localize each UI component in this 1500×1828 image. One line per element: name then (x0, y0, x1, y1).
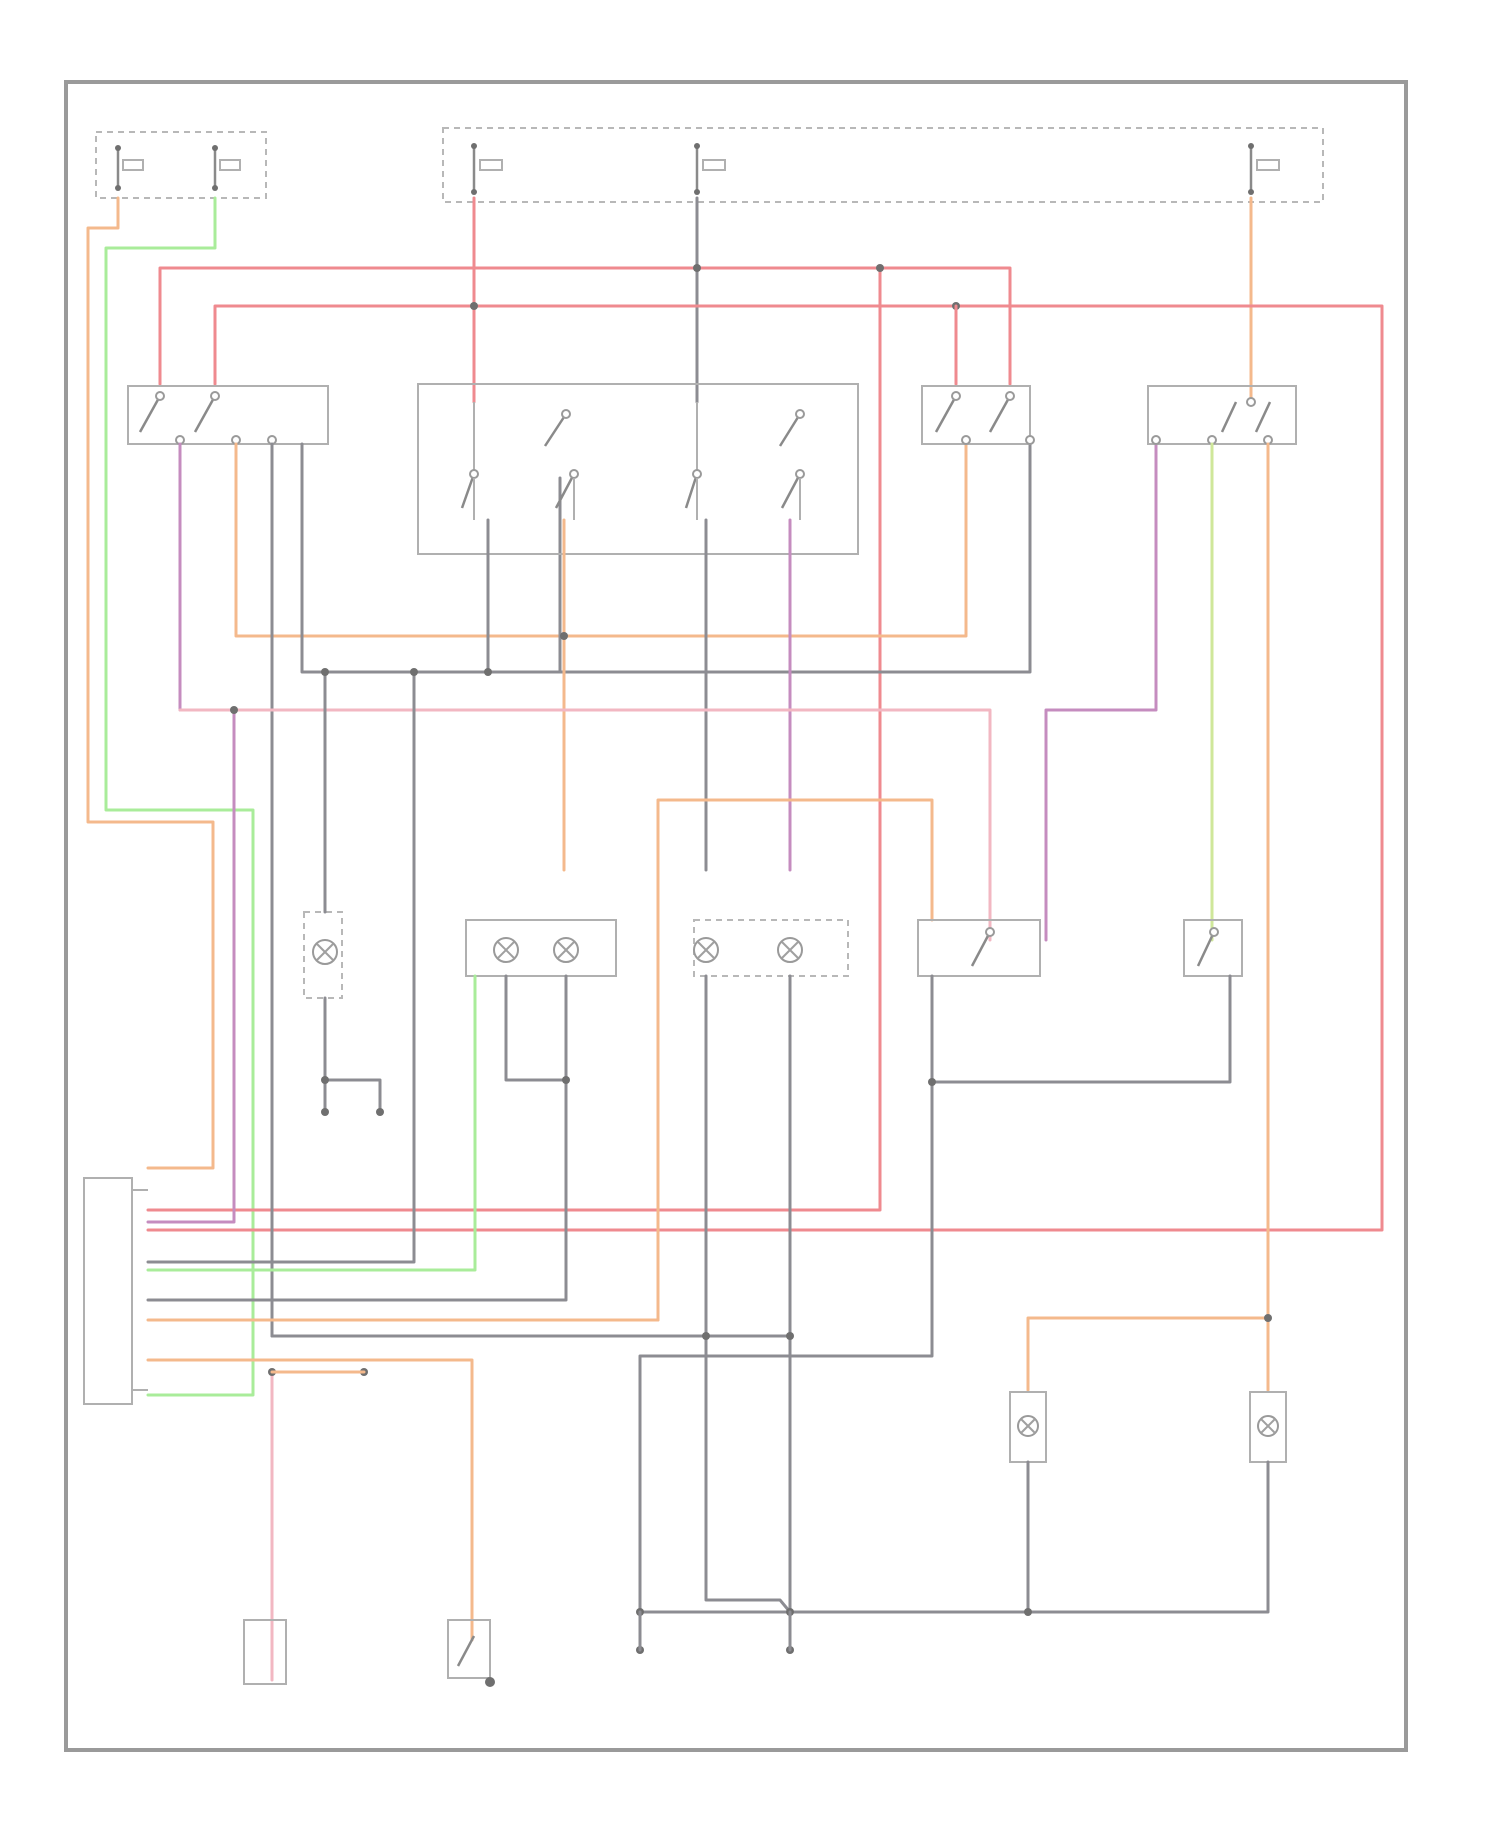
wire-gray-lamp-pair-2-a (706, 976, 790, 1612)
multi-switch-center (418, 384, 858, 554)
wire-gray-lamp-pair-1 (148, 976, 566, 1300)
wire-pink-a (148, 444, 234, 1222)
wire-orange-right-drop (1028, 444, 1268, 1390)
alternator (244, 1620, 286, 1684)
relay-center-right (922, 386, 1034, 444)
wire-green-lamp (148, 976, 475, 1270)
diagram-frame (66, 82, 1406, 1750)
tail-lamp-right (1250, 1392, 1286, 1462)
wire-gray-switch-out-1 (488, 444, 1030, 672)
relay-left (128, 386, 328, 444)
wire-orange-lamp-pair-2 (658, 800, 932, 1320)
wire-orange-b (236, 444, 966, 636)
wire-orange-lower (148, 1360, 472, 1640)
fuse-block-left (96, 132, 266, 198)
wire-red-loop-1 (160, 268, 1010, 384)
wire-gray-module-right-2 (932, 976, 1230, 1082)
lamp-left (304, 912, 342, 998)
control-module (84, 1178, 148, 1404)
lamp-pair-2 (694, 920, 848, 976)
wire-pink-mid-2 (1046, 444, 1156, 940)
wire-light-pink-mid (180, 710, 990, 940)
lamp-pair-1 (466, 920, 616, 976)
wire-gray-c (148, 672, 414, 1262)
wire-red-return (148, 268, 880, 1210)
fuse-block-right (1248, 143, 1279, 195)
wire-gray-lamp-left-gnd (325, 998, 380, 1112)
tail-lamp-left (1010, 1392, 1046, 1462)
wire-green-feed (106, 198, 253, 1395)
relay-right (1148, 386, 1296, 444)
switch-module-right (918, 920, 1242, 976)
wire-gray-module-right (640, 976, 932, 1612)
fuse-block-center (443, 128, 1323, 202)
wire-gray-b (302, 444, 560, 672)
wire-gray-tail-gnd (1028, 1462, 1268, 1612)
